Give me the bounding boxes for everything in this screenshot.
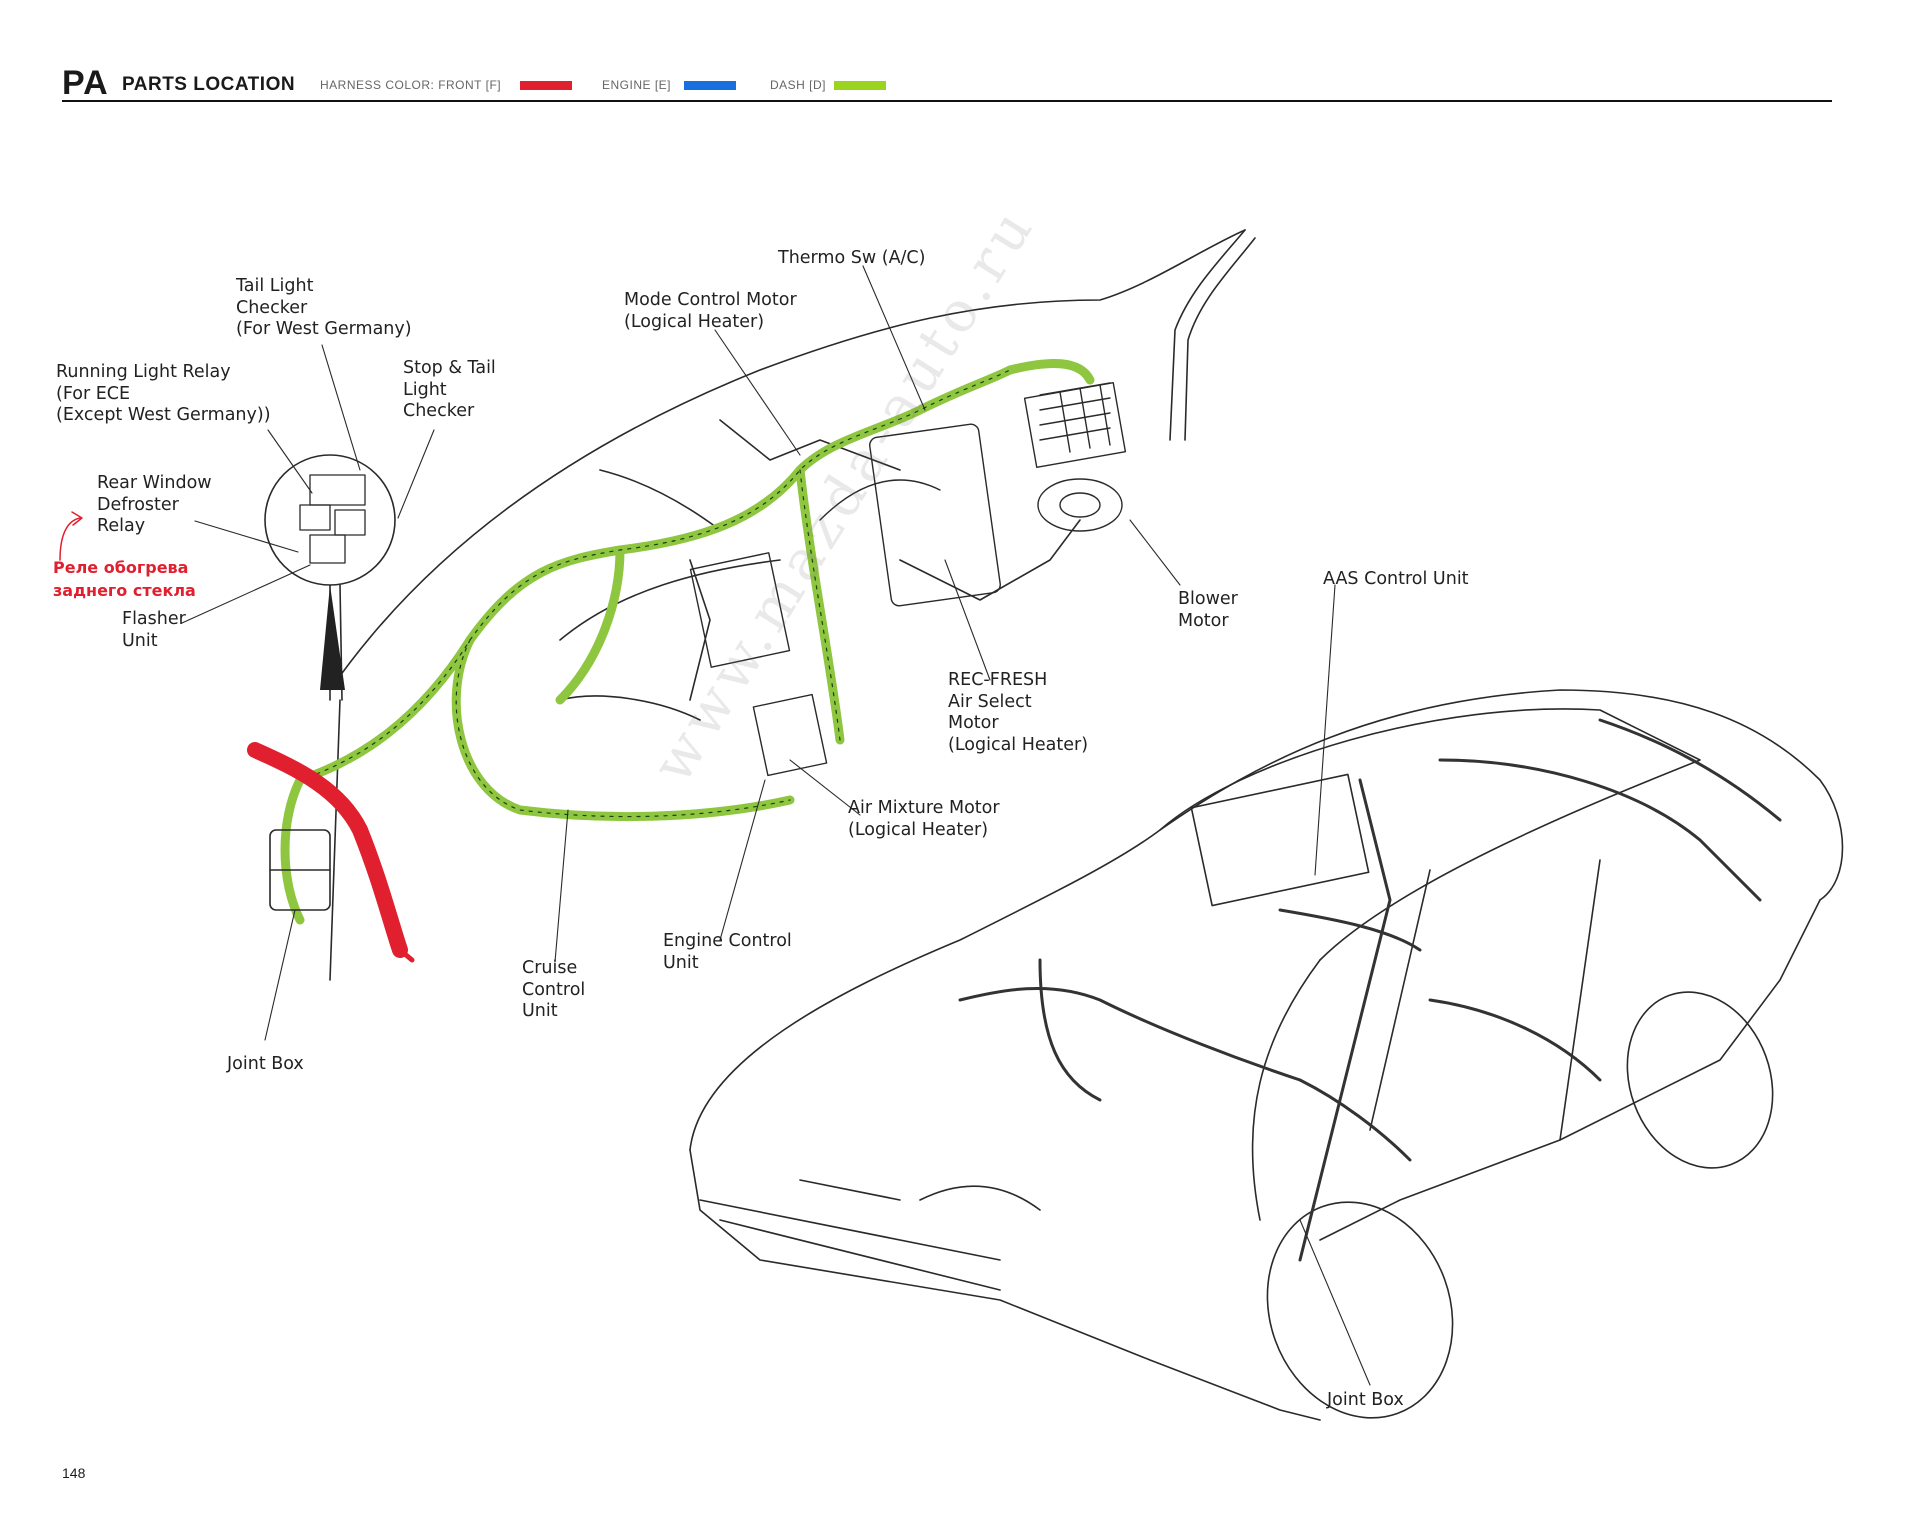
page-number: 148 <box>62 1465 86 1481</box>
label-rear-window-relay: Rear Window Defroster Relay <box>97 473 212 536</box>
detail-pointer <box>320 585 345 690</box>
label-joint-box-left: Joint Box <box>227 1054 304 1074</box>
label-joint-box-right: Joint Box <box>1327 1390 1404 1410</box>
car-harness <box>958 718 1782 1262</box>
page-header: PA PARTS LOCATION HARNESS COLOR: FRONT [… <box>62 64 1832 104</box>
label-rec-fresh-motor: REC-FRESH Air Select Motor (Logical Heat… <box>948 670 1089 755</box>
car-body <box>689 689 1844 1421</box>
section-code: PA <box>62 64 109 102</box>
joint-box-left-shape <box>269 829 331 911</box>
legend-dash-label: DASH [D] <box>770 78 827 92</box>
label-tail-light-checker: Tail Light Checker (For West Germany) <box>236 276 412 339</box>
header-rule <box>62 100 1832 102</box>
label-engine-control-unit: Engine Control Unit <box>663 931 792 973</box>
heater-unit <box>689 382 1127 777</box>
label-flasher-unit: Flasher Unit <box>122 609 186 651</box>
label-running-light-relay: Running Light Relay (For ECE (Except Wes… <box>56 362 271 425</box>
leader-lines <box>181 265 1371 1386</box>
annotation-arrowhead <box>71 511 83 526</box>
label-blower-motor: Blower Motor <box>1178 589 1238 631</box>
legend-front-swatch <box>520 81 572 90</box>
section-title: PARTS LOCATION <box>122 74 296 95</box>
label-thermo-sw: Thermo Sw (A/C) <box>778 248 926 268</box>
label-mode-control-motor: Mode Control Motor (Logical Heater) <box>624 290 797 332</box>
annotation-ru: Реле обогрева заднего стекла <box>53 558 196 600</box>
dash-harness-detail <box>299 369 1011 818</box>
label-stop-tail-checker: Stop & Tail Light Checker <box>403 358 496 421</box>
legend-engine-label: ENGINE [E] <box>602 78 672 92</box>
front-harness <box>247 742 408 958</box>
label-aas-control-unit: AAS Control Unit <box>1323 569 1469 589</box>
annotation-arrow <box>59 517 81 561</box>
front-harness-tail <box>397 947 415 963</box>
dashboard-outline <box>329 229 1256 981</box>
label-cruise-control-unit: Cruise Control Unit <box>522 958 586 1021</box>
label-air-mixture-motor: Air Mixture Motor (Logical Heater) <box>848 798 1000 840</box>
legend-dash-swatch <box>834 81 886 90</box>
legend-front-label: HARNESS COLOR: FRONT [F] <box>320 78 502 92</box>
legend-engine-swatch <box>684 81 736 90</box>
